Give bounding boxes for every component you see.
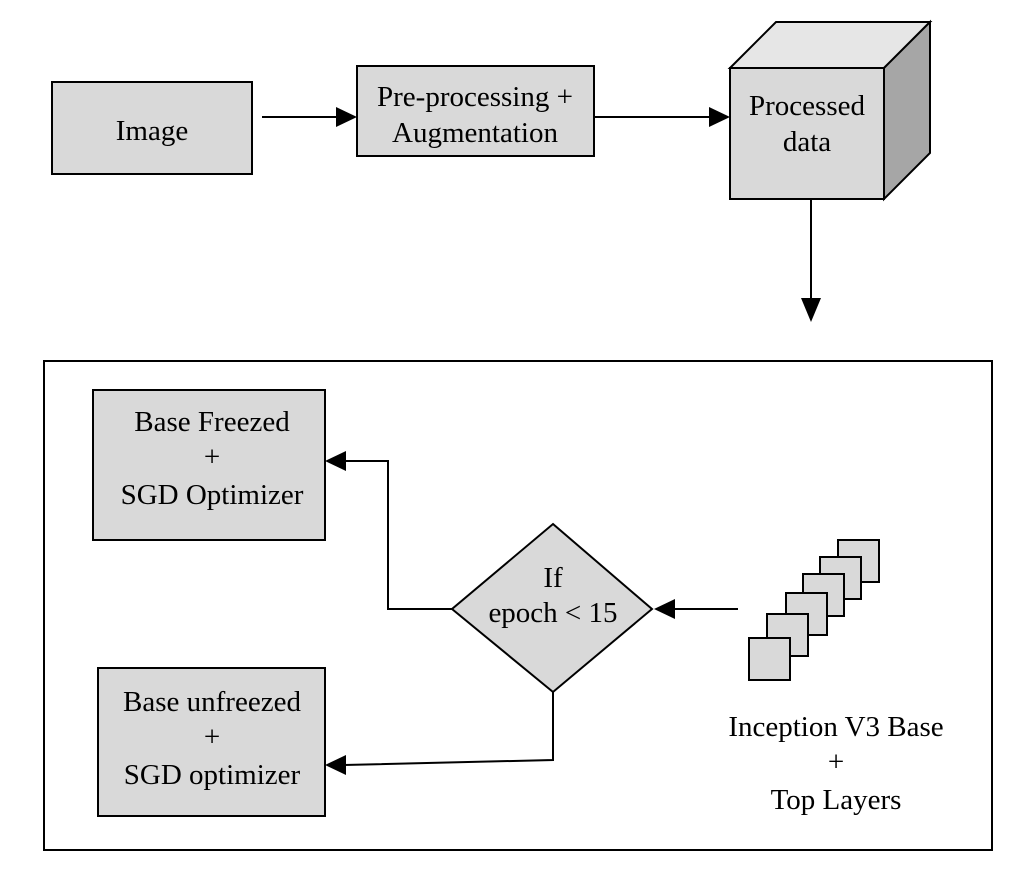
cube-front-face xyxy=(729,67,885,200)
base-unfreezed-line3: SGD optimizer xyxy=(124,759,301,791)
base-unfreezed-line1: Base unfreezed xyxy=(123,686,301,718)
decision-line1: If xyxy=(543,562,563,594)
arrow-image-to-preprocessing xyxy=(262,107,357,127)
inception-line3: Top Layers xyxy=(771,784,902,816)
base-freezed-line1: Base Freezed xyxy=(134,406,290,438)
arrow-inception-to-decision xyxy=(654,599,738,619)
arrow-decision-to-freezed xyxy=(325,451,452,610)
processed-data-cube: Processed data xyxy=(727,19,933,202)
arrow-processed-to-training xyxy=(801,200,821,322)
base-unfreezed-node: Base unfreezed + SGD optimizer xyxy=(97,667,326,817)
inception-line2: + xyxy=(828,746,844,778)
preprocessing-label-line2: Augmentation xyxy=(392,117,558,149)
image-node: Image xyxy=(51,81,253,175)
base-freezed-node: Base Freezed + SGD Optimizer xyxy=(92,389,326,541)
inception-line1: Inception V3 Base xyxy=(728,711,943,743)
preprocessing-label-line1: Pre-processing + xyxy=(377,81,573,113)
arrow-preprocessing-to-processed xyxy=(594,107,730,127)
decision-line2: epoch < 15 xyxy=(488,597,617,629)
preprocessing-node: Pre-processing + Augmentation xyxy=(356,65,595,157)
stacked-layers-icon xyxy=(748,539,880,681)
epoch-decision-node: If epoch < 15 xyxy=(450,522,654,694)
processed-data-label-line2: data xyxy=(783,126,831,158)
inception-label: Inception V3 Base + Top Layers xyxy=(728,711,943,816)
base-freezed-line3: SGD Optimizer xyxy=(121,479,304,511)
base-freezed-line2: + xyxy=(204,441,220,473)
image-label: Image xyxy=(116,115,188,147)
base-unfreezed-line2: + xyxy=(204,721,220,753)
processed-data-label-line1: Processed xyxy=(749,90,865,122)
arrow-decision-to-unfreezed xyxy=(325,692,554,775)
